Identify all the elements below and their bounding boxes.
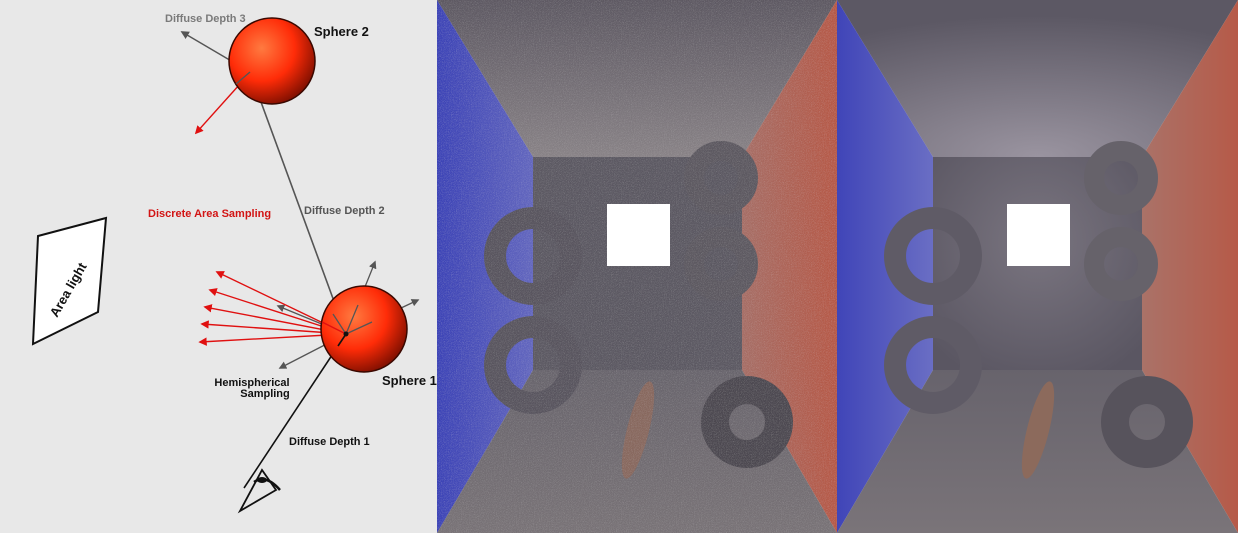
ring-floor-right [701,376,793,468]
hemispherical-label-line2: Sampling [240,388,290,400]
ring-right-lower [684,227,758,301]
hit-point-sphere-1 [343,331,349,337]
sphere2-light-sample-ray [194,83,241,135]
ceiling-light-square [607,204,670,266]
sphere-2 [228,17,316,105]
diffuse-depth-1-label: Diffuse Depth 1 [289,436,370,448]
ring-floor-right [1101,376,1193,468]
area-ray-overlay [321,321,347,335]
area-light-shape [31,216,108,346]
discrete-area-sampling-label: Discrete Area Sampling [148,208,271,220]
ring-right-upper [1084,141,1158,215]
ceiling [837,0,1238,157]
ring-floor-tilted [1021,381,1055,479]
clean-room [837,0,1238,533]
clean-render-image [837,0,1238,533]
ceiling [437,0,837,157]
sampling-diagram: Area light [0,0,437,533]
hemi-ray-overlay-2 [345,321,373,335]
camera-frustum [237,468,278,514]
ray-depth-2-tail [235,71,251,85]
camera-eye-icon [237,468,281,514]
area-light: Area light [31,216,108,346]
sphere-1-label: Sphere 1 [382,373,437,388]
ray-depth-2 [249,71,347,335]
sphere-2-label: Sphere 2 [314,24,369,39]
ring-left-lower [484,316,582,414]
hemi-ray-overlay-1 [345,304,359,335]
hemispherical-label-line1: Hemispherical [214,377,289,389]
render-clean [837,0,1238,533]
sphere1-overlay-rays [321,304,373,347]
ring-right-lower [1084,227,1158,301]
ceiling-light-square [1007,204,1070,266]
noisy-room [437,0,837,533]
render-noisy [437,0,837,533]
ray-depth-1 [243,333,347,489]
ring-left-lower [884,316,982,414]
sphere-1 [320,285,408,373]
eye-pupil [257,477,267,483]
diffuse-depth-2-label: Diffuse Depth 2 [304,205,385,217]
ring-left-upper [884,207,982,305]
ray-depth-2-overlay [332,313,347,335]
ring-floor-tilted [621,381,655,479]
diffuse-depth-3-label: Diffuse Depth 3 [165,13,246,25]
noisy-render-image [437,0,837,533]
ring-right-upper [684,141,758,215]
diagram-canvas: Area light [31,13,437,514]
ring-left-upper [484,207,582,305]
